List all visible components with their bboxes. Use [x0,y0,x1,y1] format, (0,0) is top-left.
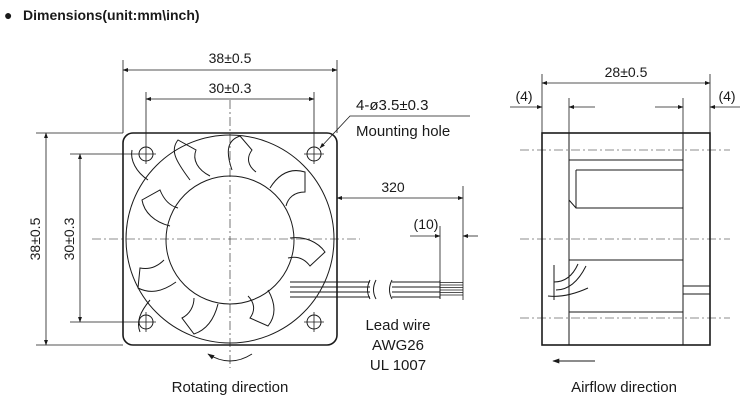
airflow-label: Airflow direction [571,379,677,396]
right-flange-label: (4) [718,88,735,104]
overall-width-label: 38±0.5 [209,50,252,66]
lead-wire-gauge: AWG26 [372,337,424,354]
lead-wire-label: Lead wire [365,317,430,334]
hole-spec-label: 4-ø3.5±0.3 [356,97,428,114]
page-title: Dimensions(unit:mm\inch) [23,7,200,23]
mounting-hole-label: Mounting hole [356,123,450,140]
rotation-label: Rotating direction [172,379,289,396]
lead-length-label: 320 [381,179,405,195]
side-dimensions [510,74,740,133]
fan-side-view [520,132,730,364]
hole-pitch-height-label: 30±0.3 [61,217,77,260]
hole-pitch-width-label: 30±0.3 [209,80,252,96]
front-dimensions [36,60,478,346]
side-upper-cavity [568,159,684,209]
fan-front-view [92,100,463,368]
fan-blades [131,135,326,335]
left-flange-label: (4) [515,88,532,104]
strip-length-label: (10) [414,216,439,232]
side-lower-cavity [569,259,684,313]
lead-wire [290,279,463,300]
header-bullet: ● [4,7,12,23]
overall-height-label: 38±0.5 [27,217,43,260]
depth-label: 28±0.5 [605,64,648,80]
rotation-arrow [207,353,253,362]
lead-wire-standard: UL 1007 [370,357,426,374]
